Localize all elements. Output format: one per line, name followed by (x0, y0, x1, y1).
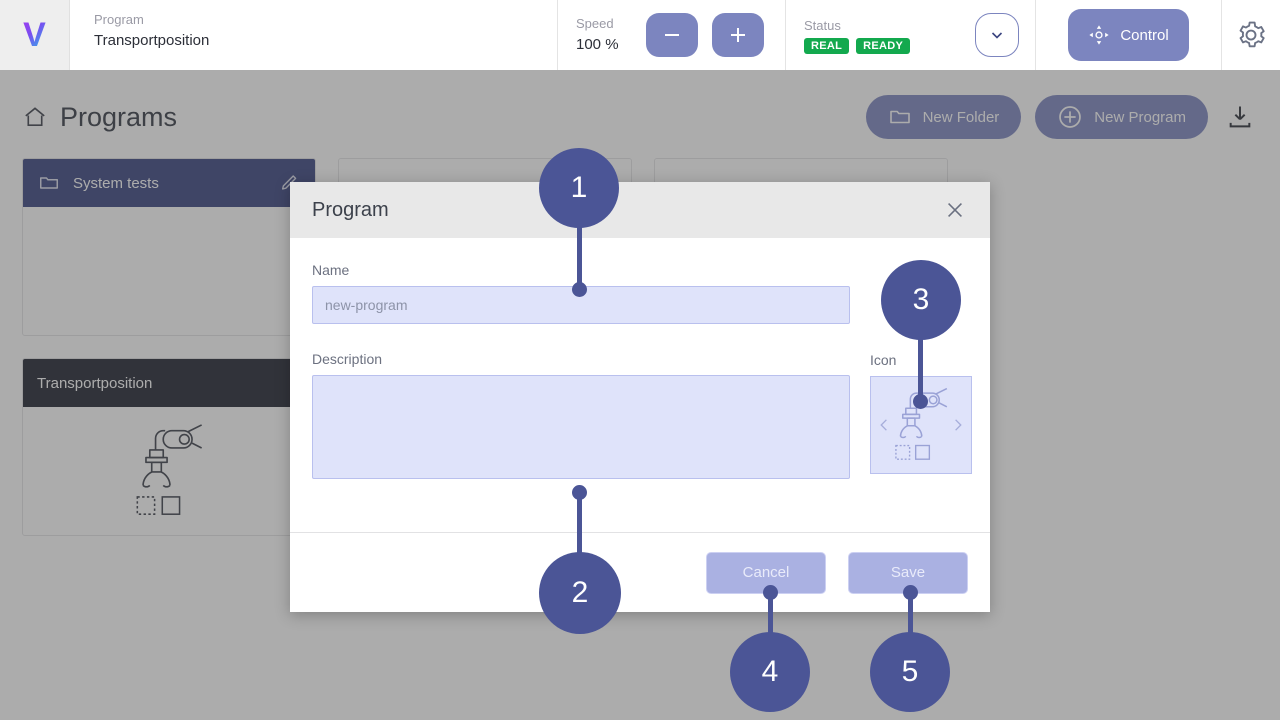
status-expand-button[interactable] (975, 13, 1019, 57)
annotation-anchor-dot (913, 394, 928, 409)
speed-label: Speed (576, 16, 614, 31)
dialog-fields: Name Description (312, 262, 850, 532)
dialog-title: Program (312, 198, 389, 221)
close-button[interactable] (940, 195, 970, 225)
card-header: System tests (23, 159, 315, 207)
page-header-actions: New Folder New Program (865, 95, 1258, 139)
status-readout: Status REAL READY (804, 17, 975, 54)
current-program-display[interactable]: Program Transportposition (70, 0, 558, 70)
import-button[interactable] (1222, 103, 1258, 131)
home-icon[interactable] (22, 104, 48, 130)
program-value: Transportposition (94, 32, 210, 49)
download-icon (1229, 106, 1251, 128)
page-title: Programs (60, 101, 178, 132)
dialog-header: Program (290, 182, 990, 238)
annotation-number: 3 (881, 260, 961, 340)
close-icon (948, 203, 962, 217)
status-badge-real: REAL (804, 37, 850, 54)
annotation-number: 2 (539, 552, 621, 634)
gear-icon (1239, 21, 1265, 48)
plus-icon (731, 28, 745, 42)
chevron-down-icon (991, 32, 1003, 39)
dialog-footer: Cancel Save (290, 532, 990, 612)
icon-next-button[interactable] (950, 418, 965, 433)
move-crosshair-icon (1089, 25, 1109, 45)
settings-button[interactable] (1236, 20, 1266, 50)
status-badge-ready: READY (856, 37, 911, 54)
program-card-transportposition[interactable]: Transportposition (22, 358, 316, 536)
name-label: Name (312, 262, 350, 278)
annotation-number: 4 (730, 632, 810, 712)
icon-prev-button[interactable] (877, 418, 892, 433)
logo-letter: V (23, 16, 46, 54)
speed-control-group: Speed 100 % (558, 0, 786, 70)
settings-group (1222, 0, 1280, 70)
annotation-leader-line (918, 300, 923, 402)
icon-label: Icon (870, 352, 897, 368)
chevron-right-icon (955, 419, 962, 431)
chevron-left-icon (880, 419, 887, 431)
annotation-anchor-dot (572, 485, 587, 500)
speed-increase-button[interactable] (712, 13, 764, 57)
annotation-anchor-dot (572, 282, 587, 297)
speed-value: 100 % (576, 36, 619, 53)
status-label: Status (804, 17, 841, 33)
top-app-bar: V Program Transportposition Speed 100 % (0, 0, 1280, 70)
card-body (23, 407, 315, 535)
page-header: Programs New Folder New Program (0, 70, 1280, 142)
description-textarea[interactable] (312, 375, 850, 479)
speed-readout: Speed 100 % (576, 15, 632, 55)
dialog-body: Name Description Icon (290, 238, 990, 532)
folder-icon (889, 110, 910, 124)
annotation-anchor-dot (903, 585, 918, 600)
status-group: Status REAL READY (786, 0, 1036, 70)
card-header: Transportposition (23, 359, 315, 407)
control-button[interactable]: Control (1068, 9, 1189, 61)
folder-card-system-tests[interactable]: System tests (22, 158, 316, 336)
minus-icon (665, 34, 679, 36)
new-folder-button[interactable]: New Folder (865, 95, 1022, 139)
program-label: Program (94, 12, 144, 27)
folder-icon (40, 177, 58, 189)
new-program-button[interactable]: New Program (1035, 95, 1208, 139)
new-program-label: New Program (1094, 108, 1186, 126)
control-group: Control (1036, 0, 1222, 70)
new-folder-label: New Folder (922, 108, 1000, 126)
app-logo[interactable]: V (0, 0, 70, 70)
plus-circle-icon (1059, 106, 1082, 128)
annotation-leader-line (768, 592, 773, 654)
control-button-label: Control (1120, 26, 1169, 44)
annotation-anchor-dot (763, 585, 778, 600)
annotation-number: 1 (539, 148, 619, 228)
annotation-leader-line (577, 492, 582, 594)
annotation-leader-line (577, 188, 582, 290)
card-title: Transportposition (37, 374, 153, 392)
speed-decrease-button[interactable] (646, 13, 698, 57)
card-title: System tests (73, 174, 159, 192)
status-badges: REAL READY (804, 37, 975, 54)
edit-icon[interactable] (279, 172, 301, 194)
annotation-leader-line (908, 592, 913, 654)
program-dialog: Program Name Description Icon (290, 182, 990, 612)
annotation-number: 5 (870, 632, 950, 712)
robot-arm-pick-place-icon (136, 424, 203, 515)
description-label: Description (312, 351, 383, 367)
